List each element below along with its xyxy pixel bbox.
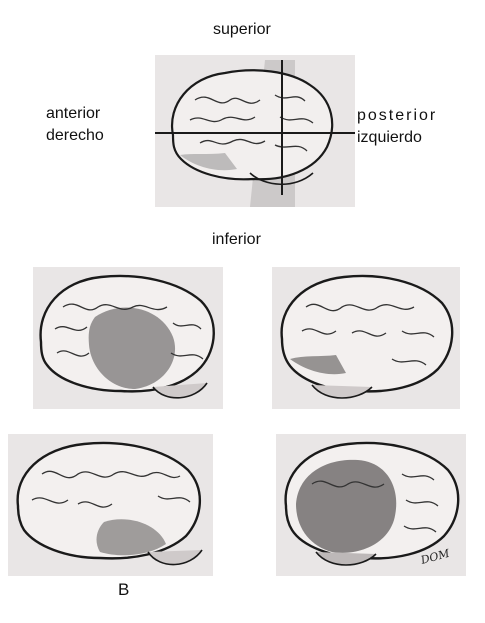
gyri-lines: [54, 303, 204, 360]
cerebellum: [147, 549, 203, 566]
label-derecho: derecho: [46, 127, 104, 144]
panel-label-b: B: [118, 580, 130, 599]
label-anterior: anterior: [46, 105, 101, 122]
shaded-region: [88, 307, 176, 389]
gyri-lines: [31, 470, 191, 508]
brain-section-planes-figure: [155, 55, 355, 207]
cerebellum: [315, 551, 377, 566]
brain-view-middle-left: [33, 267, 223, 409]
label-inferior: inferior: [212, 231, 261, 248]
brain-view-bottom-right: DOM: [276, 434, 466, 576]
cerebellum: [311, 384, 373, 399]
shaded-region: [290, 355, 346, 375]
brain-view-bottom-left: [8, 434, 213, 576]
gyri-lines: [301, 303, 435, 366]
gyri-lines: [311, 473, 439, 533]
shaded-region: [296, 459, 397, 553]
shaded-region: [96, 519, 166, 556]
gyri-lines: [189, 94, 314, 152]
label-izquierdo: izquierdo: [357, 129, 422, 146]
label-superior: superior: [213, 21, 271, 38]
cerebellum: [152, 382, 208, 399]
label-posterior: posterior: [357, 107, 438, 124]
temporal-region-shade: [180, 153, 237, 171]
brain-view-middle-right: [272, 267, 460, 409]
cerebellum: [249, 172, 314, 185]
